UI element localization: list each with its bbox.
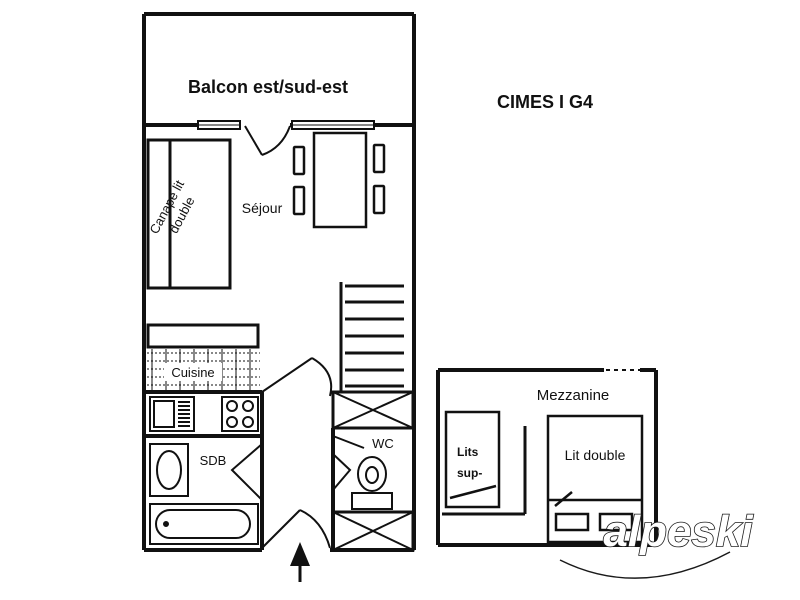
kitchen-label: Cuisine [171, 365, 214, 380]
double-bed [546, 414, 644, 544]
plan-title: CIMES I G4 [497, 92, 593, 112]
extra-beds-label-line1: Lits [457, 445, 479, 459]
bathroom-door [230, 443, 263, 501]
window-right [291, 120, 375, 130]
bathtub [149, 503, 259, 545]
entrance-door [261, 509, 331, 549]
extra-beds-label-line2: sup- [457, 466, 482, 480]
window-left [197, 120, 241, 130]
extra-beds [444, 410, 501, 509]
bath-sink [149, 443, 189, 497]
living-room-label: Séjour [242, 200, 283, 216]
mezzanine-label: Mezzanine [537, 387, 610, 404]
kitchen-label-bg [164, 363, 222, 381]
bathroom-label: SDB [200, 453, 227, 468]
balcony-door [244, 125, 291, 156]
cooktop [221, 396, 259, 432]
alpeski-logo: alpeski [558, 506, 754, 582]
kitchen-sink [149, 396, 195, 432]
mezzanine-walls [436, 368, 658, 547]
kitchen-counter [146, 323, 260, 349]
mezzanine-railing [442, 426, 527, 516]
entrance-arrow-icon [290, 542, 310, 582]
hallway-door-top [261, 357, 333, 397]
staircase [331, 282, 415, 430]
double-bed-label: Lit double [565, 447, 626, 463]
alpeski-logo-text: alpeski [603, 507, 753, 556]
kitchen-wall [144, 390, 264, 438]
toilet [351, 456, 393, 510]
sofa-bed [146, 138, 232, 290]
balcony-label: Balcon est/sud-est [188, 77, 348, 97]
wc-cross [331, 510, 415, 552]
dining-table [292, 131, 386, 229]
wc-door [332, 435, 365, 491]
sofa-bed-label: Canapé lit double [146, 177, 197, 236]
wc-label: WC [372, 436, 394, 451]
